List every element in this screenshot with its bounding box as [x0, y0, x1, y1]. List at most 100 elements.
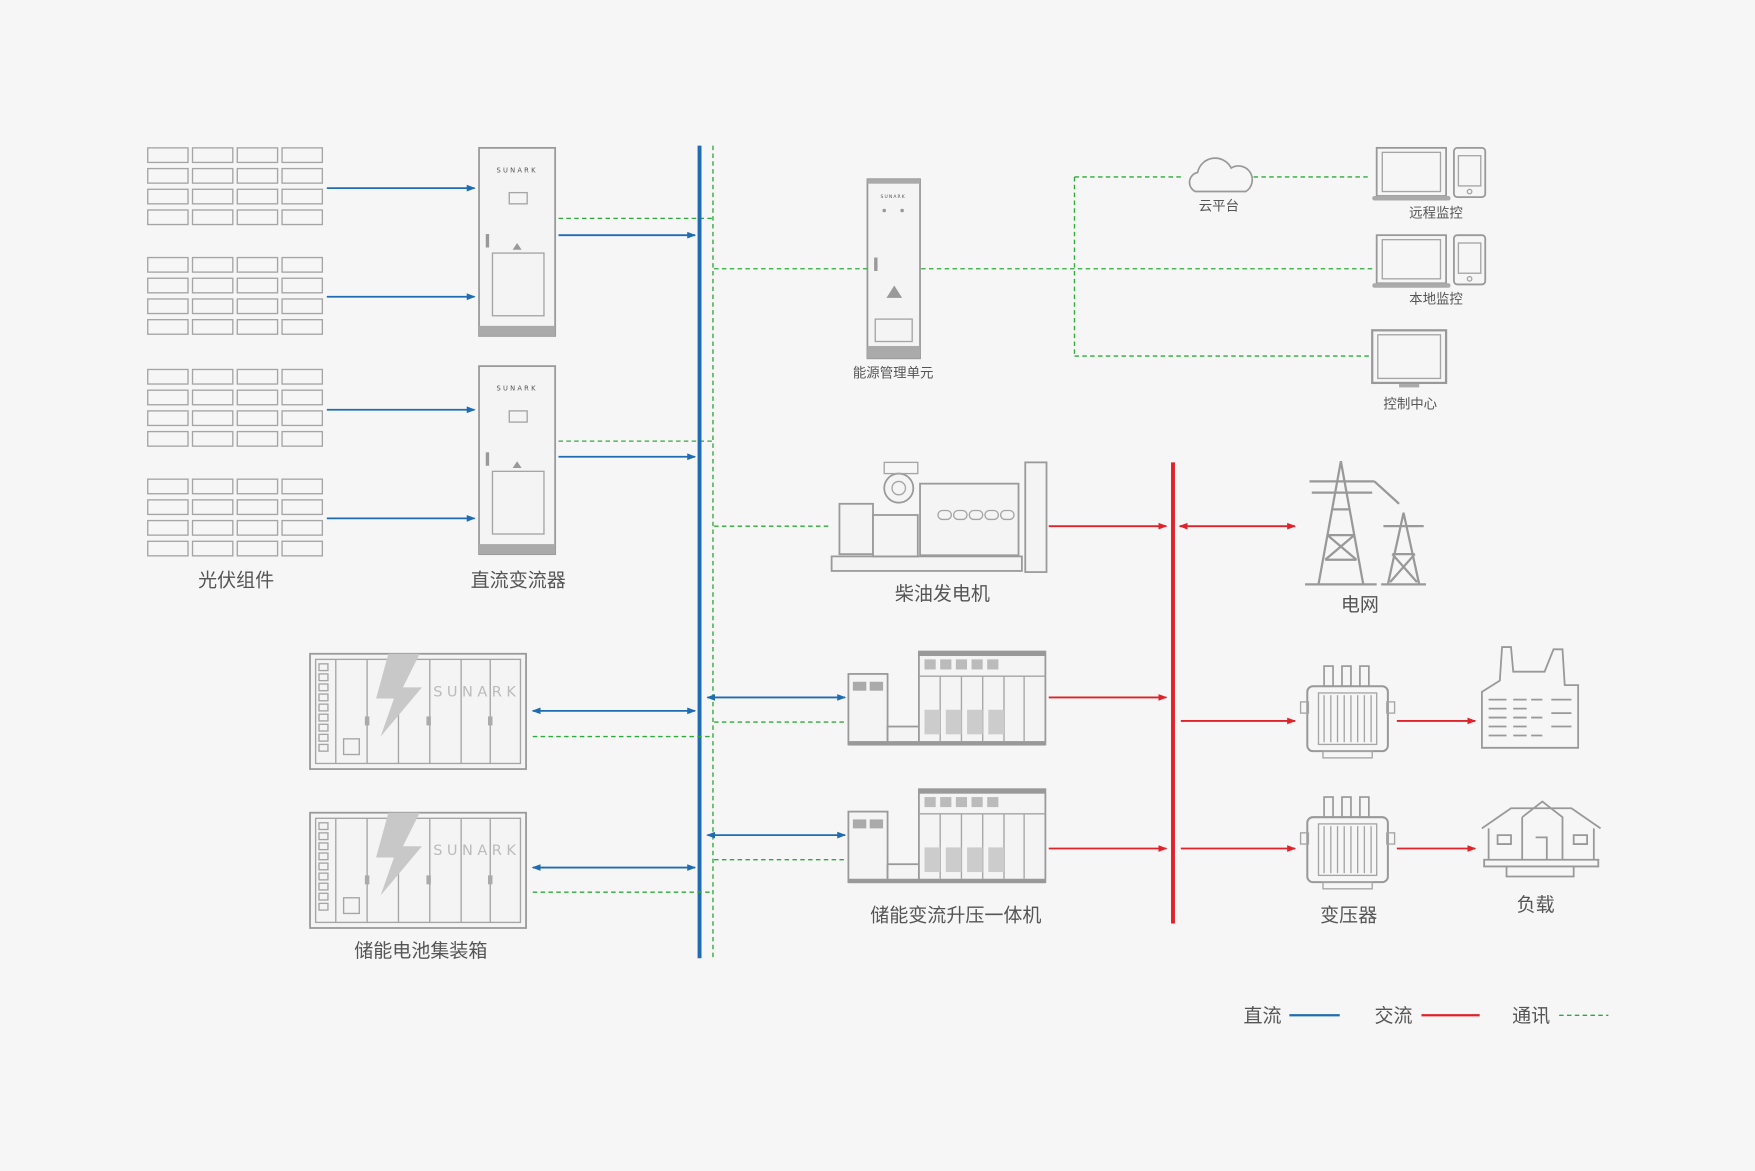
pv-panel — [236, 410, 279, 427]
pv-panel — [281, 319, 324, 335]
dc-lines-pv — [326, 184, 712, 522]
pv-array — [147, 368, 324, 447]
pv-panel — [236, 389, 279, 406]
load-label: 负载 — [1517, 894, 1555, 916]
legend-ac-label: 交流 — [1374, 1005, 1412, 1027]
grid-label: 电网 — [1341, 594, 1379, 616]
legend: 直流 交流 通讯 — [1244, 1005, 1609, 1027]
battery-container: SUNARK — [309, 652, 527, 770]
pv-panel — [236, 188, 279, 205]
pv-panel — [191, 519, 234, 536]
pv-panel — [147, 167, 189, 184]
pv-panel — [147, 368, 189, 385]
pv-panel — [191, 410, 234, 427]
brand-logo: SUNARK — [881, 194, 906, 200]
pv-panel — [147, 256, 189, 273]
dc-converter-label: 直流变流器 — [471, 570, 566, 592]
pv-panel — [191, 389, 234, 406]
vent-grid-icon — [491, 252, 545, 317]
pv-panels — [147, 147, 324, 557]
pv-panel — [191, 147, 234, 164]
pv-panel — [191, 430, 234, 447]
pv-array — [147, 478, 324, 557]
power-tower-icon — [1305, 461, 1426, 586]
transformer-label: 变压器 — [1320, 904, 1377, 926]
house-icon — [1481, 800, 1602, 878]
pv-panel — [147, 209, 189, 226]
pv-panel — [191, 478, 234, 495]
pv-panel — [191, 368, 234, 385]
diesel-generator-icon — [830, 461, 1048, 573]
pv-panel — [191, 499, 234, 516]
pv-panel — [147, 188, 189, 205]
legend-dc-label: 直流 — [1244, 1005, 1282, 1027]
pv-panel — [281, 430, 324, 447]
pv-panel — [236, 298, 279, 315]
pv-panel — [147, 147, 189, 164]
comm-lines-monitoring — [714, 176, 1375, 357]
pv-panel — [147, 298, 189, 315]
battery-label: 储能电池集装箱 — [354, 940, 487, 962]
cloud-icon — [1188, 157, 1254, 193]
pv-panel — [281, 368, 324, 385]
pv-panel — [281, 389, 324, 406]
brand-logo: SUNARK — [496, 385, 537, 393]
pv-panel — [191, 167, 234, 184]
brand-logo: SUNARK — [496, 166, 537, 174]
lightning-logo — [376, 653, 422, 737]
pv-panel — [281, 478, 324, 495]
phone-icon — [1453, 234, 1487, 286]
transformer-icon — [1299, 796, 1396, 890]
pv-panel — [191, 277, 234, 294]
pv-panel — [191, 319, 234, 335]
pv-panel — [236, 540, 279, 557]
pv-panel — [236, 147, 279, 164]
pv-panel — [281, 410, 324, 427]
pv-panel — [191, 188, 234, 205]
pv-panel — [191, 256, 234, 273]
pv-panel — [281, 277, 324, 294]
pv-array — [147, 147, 324, 226]
phone-icon — [1453, 146, 1487, 199]
pv-panel — [147, 540, 189, 557]
lightning-logo — [376, 812, 422, 896]
ems-label: 能源管理单元 — [853, 365, 934, 381]
factory-icon — [1481, 646, 1580, 749]
dc-converter-1: SUNARK — [478, 146, 557, 337]
pv-panel — [236, 256, 279, 273]
pv-panel — [236, 430, 279, 447]
legend-comm-label: 通讯 — [1512, 1005, 1550, 1027]
pv-panel — [191, 298, 234, 315]
pv-panel — [236, 209, 279, 226]
pv-panel — [147, 319, 189, 335]
battery-container: SUNARK — [309, 811, 527, 929]
local-monitor-label: 本地监控 — [1409, 291, 1463, 307]
diesel-label: 柴油发电机 — [895, 583, 990, 605]
pv-panel — [281, 519, 324, 536]
pv-panel — [281, 540, 324, 557]
pv-panel — [147, 389, 189, 406]
pv-panel — [236, 499, 279, 516]
pv-panel — [281, 256, 324, 273]
pv-panel — [147, 430, 189, 447]
pv-panel — [191, 209, 234, 226]
pv-panel — [147, 499, 189, 516]
pv-panel — [236, 478, 279, 495]
pv-panel — [147, 478, 189, 495]
ac-lines-load — [1180, 717, 1477, 852]
ems-cabinet: SUNARK — [866, 178, 921, 360]
pv-panel — [236, 519, 279, 536]
pv-panel — [236, 368, 279, 385]
pcs-unit — [847, 650, 1047, 746]
pv-panel — [281, 499, 324, 516]
pv-panel — [281, 188, 324, 205]
laptop-icon — [1372, 234, 1451, 288]
pv-panel — [236, 319, 279, 335]
pv-panel — [236, 167, 279, 184]
pv-panel — [191, 540, 234, 557]
pcs-lines — [706, 694, 1168, 861]
cloud-label: 云平台 — [1199, 199, 1239, 215]
remote-monitor-label: 远程监控 — [1409, 205, 1463, 221]
laptop-icon — [1372, 146, 1451, 201]
